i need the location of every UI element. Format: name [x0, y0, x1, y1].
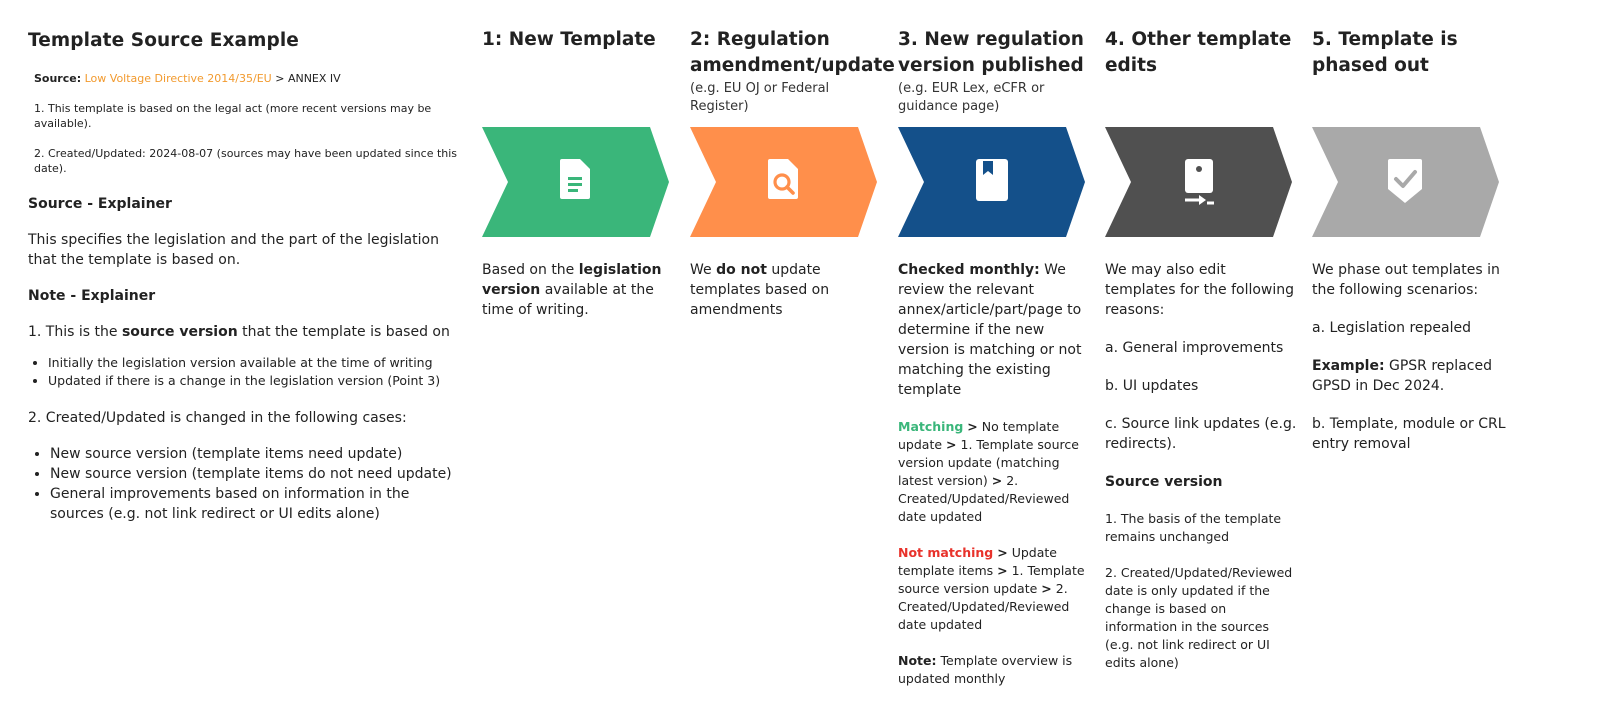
list-item: New source version (template items do no…: [50, 464, 458, 484]
text: No template update: [898, 419, 1060, 452]
template-source-panel: Template Source Example Source: Low Volt…: [28, 30, 458, 524]
source-explainer-heading: Source - Explainer: [28, 196, 172, 212]
step-5-chevron: [1312, 127, 1507, 237]
note-explainer-heading: Note - Explainer: [28, 288, 156, 304]
note-point-1-bold: source version: [121, 324, 238, 340]
matching-text: Matching > No template update > 1. Templ…: [898, 418, 1093, 526]
step-1-description: Based on the legislation version availab…: [482, 260, 677, 338]
text: 1. Template source version update (match…: [898, 437, 1079, 488]
step-2-text: We do not update templates based on amen…: [690, 260, 885, 320]
step-4-header: 4. Other template edits: [1105, 27, 1300, 79]
not-matching-text: Not matching > Update template items > 1…: [898, 544, 1093, 634]
list-item: Initially the legislation version availa…: [48, 354, 458, 372]
step-5-intro: We phase out templates in the following …: [1312, 262, 1500, 298]
not-matching-label: Not matching: [898, 545, 994, 560]
step-5-title: 5. Template is phased out: [1312, 29, 1458, 76]
list-item: a. Legislation repealed: [1312, 320, 1471, 336]
source-version-point-1: 1. The basis of the template remains unc…: [1105, 511, 1282, 544]
note-text: Note: Template overview is updated month…: [898, 652, 1093, 688]
source-note-1: 1. This template is based on the legal a…: [34, 102, 432, 130]
source-version-heading: Source version: [1105, 474, 1223, 490]
step-2-chevron: [690, 127, 885, 237]
note-label: Note:: [898, 653, 937, 668]
list-item: New source version (template items need …: [50, 444, 458, 464]
gt-separator: >: [1041, 581, 1052, 596]
gt-separator: >: [991, 473, 1003, 488]
matching-label: Matching: [898, 419, 964, 434]
text-post: update templates based on amendments: [690, 262, 830, 318]
source-tail: ANNEX IV: [287, 72, 341, 85]
checked-monthly-text: Checked monthly: We review the relevant …: [898, 260, 1093, 400]
list-item: b. UI updates: [1105, 378, 1199, 394]
step-4-chevron: [1105, 127, 1300, 237]
text: 2. Created/Updated/Reviewed date updated: [898, 473, 1070, 524]
step-3-title: 3. New regulation version published: [898, 29, 1084, 76]
note-body: Template overview is updated monthly: [898, 653, 1073, 686]
text: 1. Template source version update: [898, 563, 1085, 596]
source-link[interactable]: Low Voltage Directive 2014/35/EU: [84, 72, 272, 85]
bookmark-book-icon: [974, 157, 1014, 207]
list-item: General improvements based on informatio…: [50, 484, 458, 524]
text-pre: We: [690, 262, 712, 278]
document-icon: [558, 157, 598, 207]
list-item: a. General improvements: [1105, 340, 1284, 356]
step-1-header: 1: New Template: [482, 27, 677, 79]
text-pre: Based on the: [482, 262, 575, 278]
step-2-subtitle: (e.g. EU OJ or Federal Register): [690, 81, 830, 114]
document-search-icon: [766, 157, 806, 207]
checked-monthly-body: We review the relevant annex/article/par…: [898, 262, 1082, 398]
step-5-description: We phase out templates in the following …: [1312, 260, 1507, 472]
example-text: Example: GPSR replaced GPSD in Dec 2024.: [1312, 356, 1507, 396]
text: 2. Created/Updated/Reviewed date updated: [898, 581, 1070, 632]
step-5-header: 5. Template is phased out: [1312, 27, 1507, 79]
gt-separator: >: [946, 437, 957, 452]
gt-separator: >: [997, 545, 1008, 560]
gt-separator: >: [997, 563, 1008, 578]
source-label: Source:: [34, 72, 82, 85]
step-4-description: We may also edit templates for the follo…: [1105, 260, 1300, 690]
note-point-1: 1. This is the source version that the t…: [28, 322, 458, 342]
source-explainer-text: This specifies the legislation and the p…: [28, 232, 439, 268]
example-body: GPSR replaced GPSD in Dec 2024.: [1312, 358, 1492, 394]
step-3-subtitle: (e.g. EUR Lex, eCFR or guidance page): [898, 81, 1045, 114]
step-3-description: Checked monthly: We review the relevant …: [898, 260, 1093, 706]
list-item: c. Source link updates (e.g. redirects).: [1105, 416, 1297, 452]
step-1-title: 1: New Template: [482, 29, 656, 50]
step-1-chevron: [482, 127, 677, 237]
note-point-1-list: Initially the legislation version availa…: [28, 354, 458, 390]
step-3-chevron: [898, 127, 1093, 237]
step-2-description: We do not update templates based on amen…: [690, 260, 885, 338]
shield-check-icon: [1386, 157, 1426, 207]
step-1-text: Based on the legislation version availab…: [482, 260, 677, 320]
text-bold: do not: [716, 262, 767, 278]
source-version-point-2: 2. Created/Updated/Reviewed date is only…: [1105, 565, 1293, 670]
source-note-2: 2. Created/Updated: 2024-08-07 (sources …: [34, 147, 458, 175]
note-point-2: 2. Created/Updated is changed in the fol…: [28, 410, 407, 426]
step-4-intro: We may also edit templates for the follo…: [1105, 262, 1295, 318]
text-bold: legislation version: [482, 262, 662, 298]
gt-separator: >: [967, 419, 978, 434]
list-item: b. Template, module or CRL entry removal: [1312, 416, 1506, 452]
step-2-header: 2: Regulation amendment/update (e.g. EU …: [690, 27, 895, 116]
note-point-1-pre: 1. This is the: [28, 324, 118, 340]
checked-monthly-label: Checked monthly:: [898, 262, 1040, 278]
example-label: Example:: [1312, 358, 1385, 374]
device-transfer-icon: [1181, 157, 1221, 207]
source-separator: >: [275, 72, 285, 85]
note-point-2-list: New source version (template items need …: [28, 444, 458, 524]
note-point-1-post: that the template is based on: [242, 324, 450, 340]
step-2-title: 2: Regulation amendment/update: [690, 29, 895, 76]
list-item: Updated if there is a change in the legi…: [48, 372, 458, 390]
step-3-header: 3. New regulation version published (e.g…: [898, 27, 1093, 116]
text: Update template items: [898, 545, 1057, 578]
step-4-title: 4. Other template edits: [1105, 29, 1292, 76]
panel-title: Template Source Example: [28, 30, 299, 51]
source-line: Source: Low Voltage Directive 2014/35/EU…: [34, 71, 458, 86]
text-post: available at the time of writing.: [482, 282, 654, 318]
